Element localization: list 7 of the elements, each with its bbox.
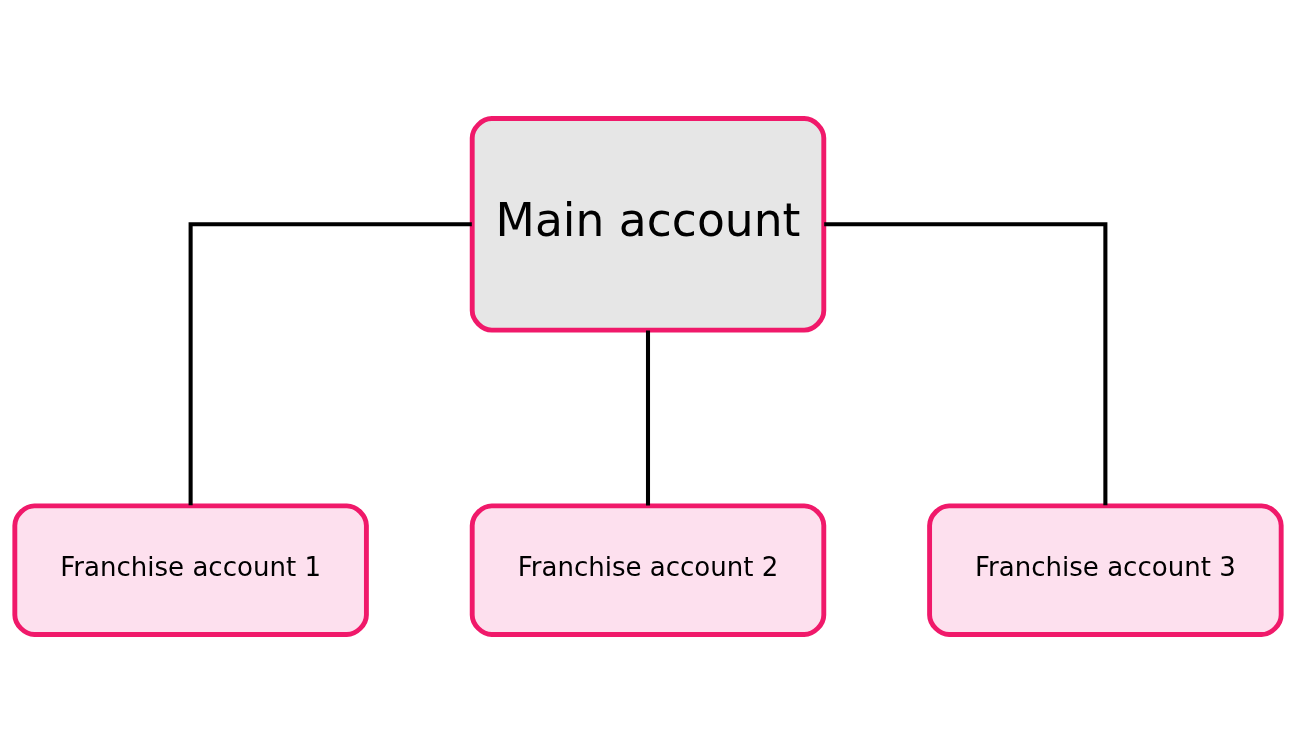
connector xyxy=(188,221,472,505)
node-box: Franchise account 3 xyxy=(927,502,1284,637)
node-box: Main account xyxy=(469,115,827,333)
node-box: Franchise account 2 xyxy=(469,502,827,637)
node-box: Franchise account 1 xyxy=(12,502,369,637)
connector xyxy=(824,221,1108,505)
connector xyxy=(645,329,651,505)
